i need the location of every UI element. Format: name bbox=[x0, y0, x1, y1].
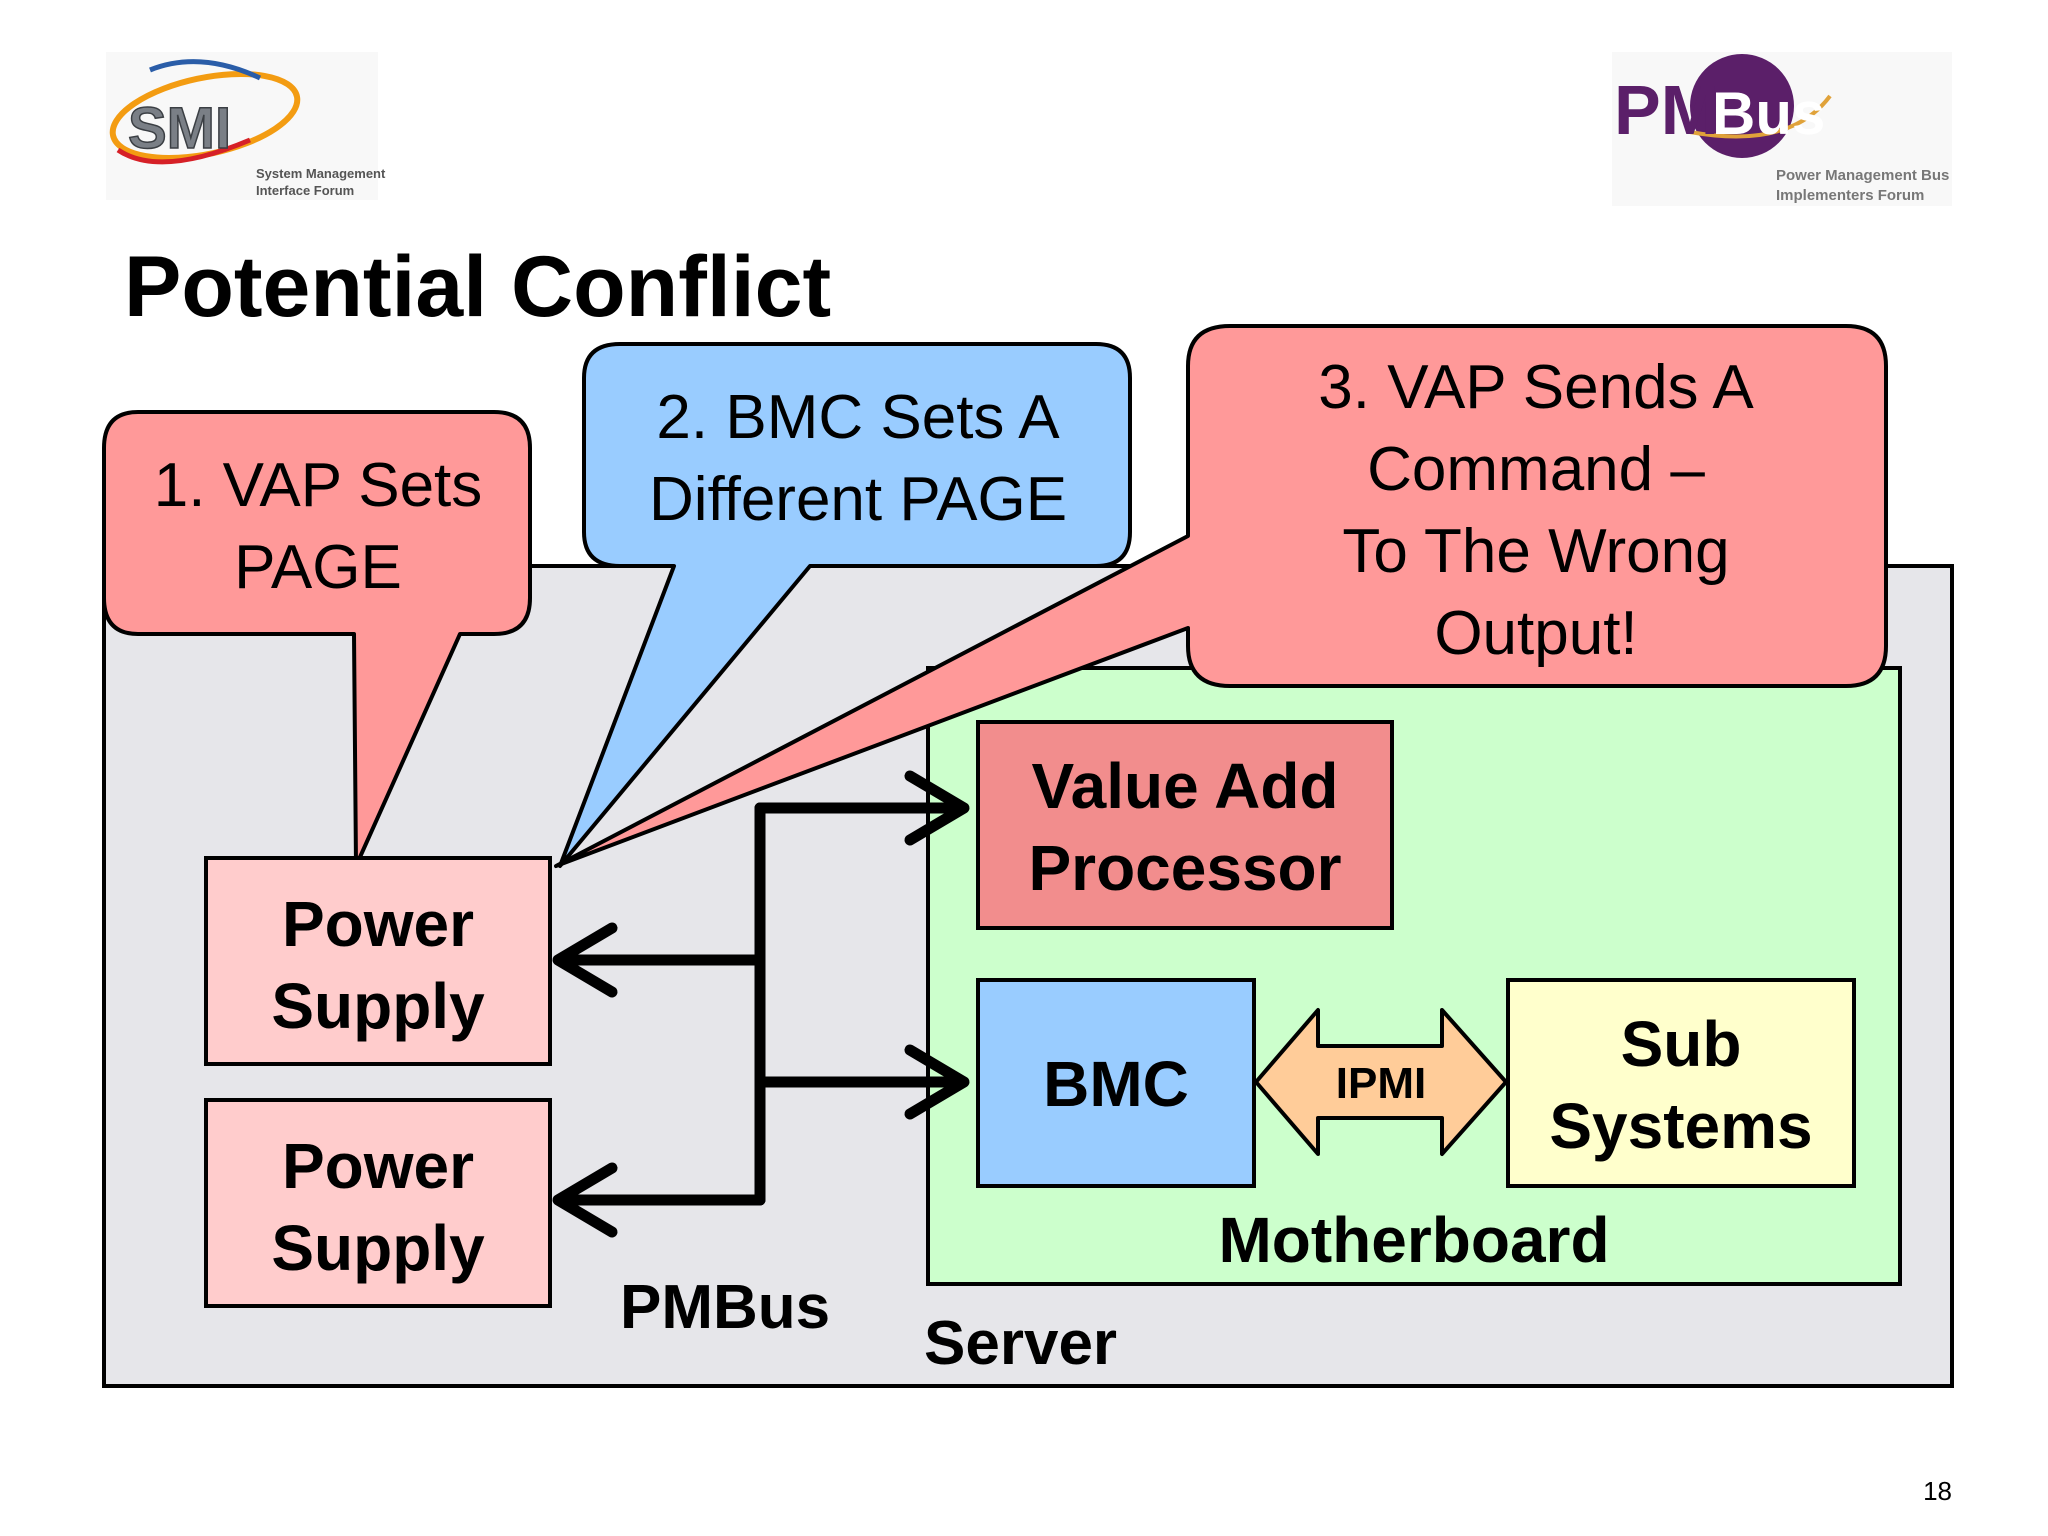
callout-vap-sets-page: 1. VAP Sets PAGE bbox=[102, 410, 532, 868]
vap-line2: Processor bbox=[1028, 832, 1341, 904]
bmc-label: BMC bbox=[1043, 1048, 1189, 1120]
smi-logo: SMI System Management Interface Forum bbox=[106, 52, 386, 200]
pmbus-mark-bus: Bus bbox=[1712, 80, 1825, 147]
callout-bmc-sets-page: 2. BMC Sets A Different PAGE bbox=[558, 342, 1132, 868]
sub-systems-line1: Sub bbox=[1621, 1008, 1742, 1080]
smi-orbit-blue-icon bbox=[149, 59, 262, 81]
page-number: 18 bbox=[1923, 1476, 1952, 1506]
callout-3-line2: Command – bbox=[1367, 435, 1705, 504]
arrowhead-ps2-icon bbox=[552, 1162, 618, 1238]
smi-orbit-red-icon bbox=[116, 137, 251, 165]
power-supply-1-line2: Supply bbox=[271, 970, 485, 1042]
arrowhead-vap-icon bbox=[904, 770, 970, 846]
ipmi-label: IPMI bbox=[1336, 1059, 1426, 1108]
callout-3-line1: 3. VAP Sends A bbox=[1318, 353, 1754, 422]
callout-1-line1: 1. VAP Sets bbox=[154, 451, 483, 520]
sub-systems-box bbox=[1506, 978, 1856, 1188]
callout-2-shape bbox=[558, 342, 1132, 868]
callout-2-line2: Different PAGE bbox=[649, 465, 1067, 534]
motherboard-label: Motherboard bbox=[1218, 1204, 1609, 1276]
pmbus-subtitle-line1: Power Management Bus bbox=[1776, 167, 1949, 184]
power-supply-2-line1: Power bbox=[282, 1130, 474, 1202]
power-supply-2-line2: Supply bbox=[271, 1212, 485, 1284]
callout-1-line2: PAGE bbox=[234, 533, 402, 602]
power-supply-2: Power Supply bbox=[204, 1098, 552, 1308]
pmbus-bus bbox=[552, 770, 970, 1238]
pmbus-label: PMBus bbox=[620, 1273, 830, 1342]
smi-subtitle-line1: System Management bbox=[256, 166, 386, 181]
callout-vap-sends-command: 3. VAP Sends A Command – To The Wrong Ou… bbox=[554, 324, 1888, 868]
slide-title: Potential Conflict bbox=[124, 239, 831, 335]
callout-2-line1: 2. BMC Sets A bbox=[656, 383, 1060, 452]
sub-systems: Sub Systems bbox=[1506, 978, 1856, 1188]
sub-systems-line2: Systems bbox=[1549, 1090, 1812, 1162]
callout-3-line3: To The Wrong bbox=[1342, 517, 1729, 586]
power-supply-1: Power Supply bbox=[204, 856, 552, 1066]
callout-1-shape bbox=[102, 410, 532, 868]
power-supply-1-box bbox=[204, 856, 552, 1066]
power-supply-1-line1: Power bbox=[282, 888, 474, 960]
callout-3-line4: Output! bbox=[1434, 599, 1637, 668]
pmbus-logo: PM Bus Power Management Bus Implementers… bbox=[1612, 52, 1952, 206]
smi-mark: SMI bbox=[128, 96, 231, 161]
ipmi-link: IPMI bbox=[1254, 1008, 1508, 1156]
arrowhead-ps1-icon bbox=[552, 922, 618, 998]
bmc-box bbox=[976, 978, 1256, 1188]
server-label: Server bbox=[924, 1309, 1117, 1378]
pmbus-subtitle-line2: Implementers Forum bbox=[1776, 187, 1924, 204]
callout-3-shape bbox=[554, 324, 1888, 868]
pmbus-swoosh-icon bbox=[1689, 94, 1832, 139]
vap-box bbox=[976, 720, 1394, 930]
smi-subtitle-line2: Interface Forum bbox=[256, 183, 354, 198]
vap-line1: Value Add bbox=[1031, 750, 1338, 822]
bmc: BMC bbox=[976, 978, 1256, 1188]
arrowhead-bmc-icon bbox=[904, 1044, 970, 1120]
power-supply-2-box bbox=[204, 1098, 552, 1308]
pmbus-mark-pm: PM bbox=[1614, 71, 1719, 149]
value-add-processor: Value Add Processor bbox=[976, 720, 1394, 930]
